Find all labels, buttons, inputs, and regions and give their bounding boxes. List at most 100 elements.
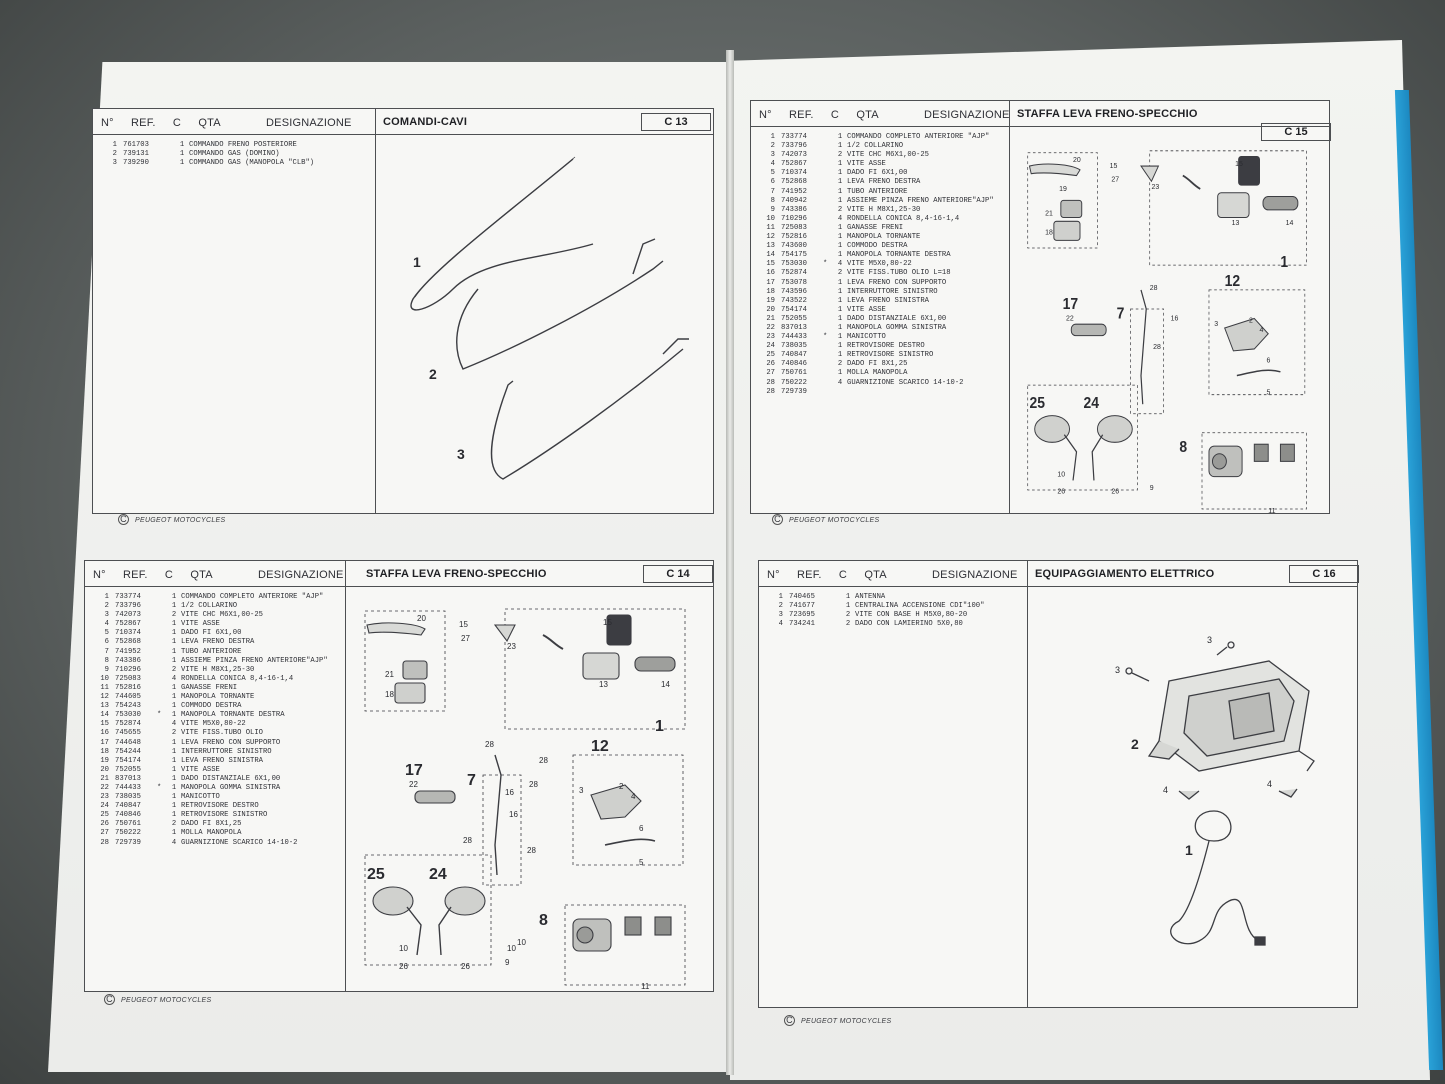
callout: 27 [461,634,470,643]
panel-code: C 14 [643,565,713,583]
item-number: 3 [770,151,775,160]
item-qta: 1 [171,756,177,765]
item-qta: 2 [171,665,177,674]
item-qta: 1 [171,765,177,774]
item-qta: 1 [837,223,843,232]
item-qta: 1 [171,620,177,629]
callout: 8 [1179,439,1187,456]
item-qta: 2 [837,205,843,214]
item-designazione: INTERRUTTORE SINISTRO [847,287,938,296]
callout: 6 [1266,355,1270,364]
item-designazione: CENTRALINA ACCENSIONE CDI"100" [855,602,985,611]
item-qta: 2 [171,729,177,738]
item-qta: 1 [171,829,177,838]
callout: 1 [1280,255,1288,272]
panel-header: N° REF. C QTA DESIGNAZIONE EQUIPAGGIAMEN… [759,561,1359,587]
item-qta: 1 [171,593,177,601]
item-designazione: VITE ASSE [847,305,886,314]
item-number: 17 [766,278,775,287]
item-qta: 1 [845,593,851,601]
item-ref: 750761 [115,820,141,829]
item-qta: 1 [179,150,185,159]
item-qta: 1 [171,656,177,665]
item-designazione: RONDELLA CONICA 8,4-16-1,4 [181,674,294,683]
item-number: 25 [766,351,775,360]
col-ref: REF. [789,109,814,121]
item-number: 2 [770,142,775,151]
item-qta: 2 [845,620,851,629]
panel-header: N° REF. C QTA DESIGNAZIONE STAFFA LEVA F… [751,101,1331,141]
item-ref: 733774 [781,133,807,141]
item-number: 20 [766,305,775,314]
item-qta: 1 [837,196,843,205]
col-c: C [830,109,840,121]
panel-code: C 15 [1261,123,1331,141]
item-designazione: ANTENNA [855,593,886,601]
callout: 28 [485,740,494,749]
item-designazione: RETROVISORE DESTRO [181,802,259,811]
item-qta: 1 [837,169,843,178]
item-ref: 723695 [789,611,815,620]
item-number: 19 [766,296,775,305]
callout: 1 [413,254,421,270]
callout: 23 [1151,182,1159,191]
item-qta: 2 [845,611,851,620]
item-number: 2 [104,602,109,611]
callout: 16 [509,810,518,819]
item-number: 10 [766,214,775,223]
panel-title: STAFFA LEVA FRENO-SPECCHIO [366,568,547,580]
callout: 22 [409,780,418,789]
item-designazione: DADO DISTANZIALE 6X1,00 [847,314,947,323]
item-number: 14 [766,251,775,260]
callout: 4 [1260,325,1264,334]
item-designazione: DADO CON LAMIERINO 5X0,80 [855,620,963,629]
callout: 10 [1057,469,1065,478]
callout: 3 [1214,319,1218,328]
copyright-symbol: C [118,514,129,525]
callout: 5 [1266,387,1270,396]
item-designazione: ASSIEME PINZA FRENO ANTERIORE"AJP" [181,656,328,665]
item-number: 3 [112,159,117,168]
callout: 13 [599,680,608,689]
item-number: 16 [100,729,109,738]
item-qta: 1 [837,142,843,151]
panel-c13: N° REF. C QTA DESIGNAZIONE COMANDI-CAVI … [92,108,714,514]
item-qta: 4 [171,838,177,847]
item-designazione: VITE H M8X1,25-30 [181,665,255,674]
item-designazione: VITE ASSE [181,765,220,774]
item-designazione: MANOPOLA TORNANTE [847,233,921,242]
item-qta: 1 [837,287,843,296]
item-qta: 1 [837,296,843,305]
panel-c15: N° REF. C QTA DESIGNAZIONE STAFFA LEVA F… [750,100,1331,515]
item-number: 1 [104,593,109,601]
item-ref: 754244 [115,747,141,756]
callout: 12 [591,738,609,755]
item-number: 18 [100,747,109,756]
item-designazione: DADO DISTANZIALE 6X1,00 [181,774,281,783]
item-qta: 1 [837,160,843,169]
item-qta: 2 [837,269,843,278]
item-designazione: LEVA FRENO SINISTRA [181,756,263,765]
col-num: N° [767,569,780,581]
item-number: 6 [104,638,109,647]
item-qta: 1 [179,141,185,149]
item-designazione: MANICOTTO [847,333,886,342]
item-number: 15 [766,260,775,269]
